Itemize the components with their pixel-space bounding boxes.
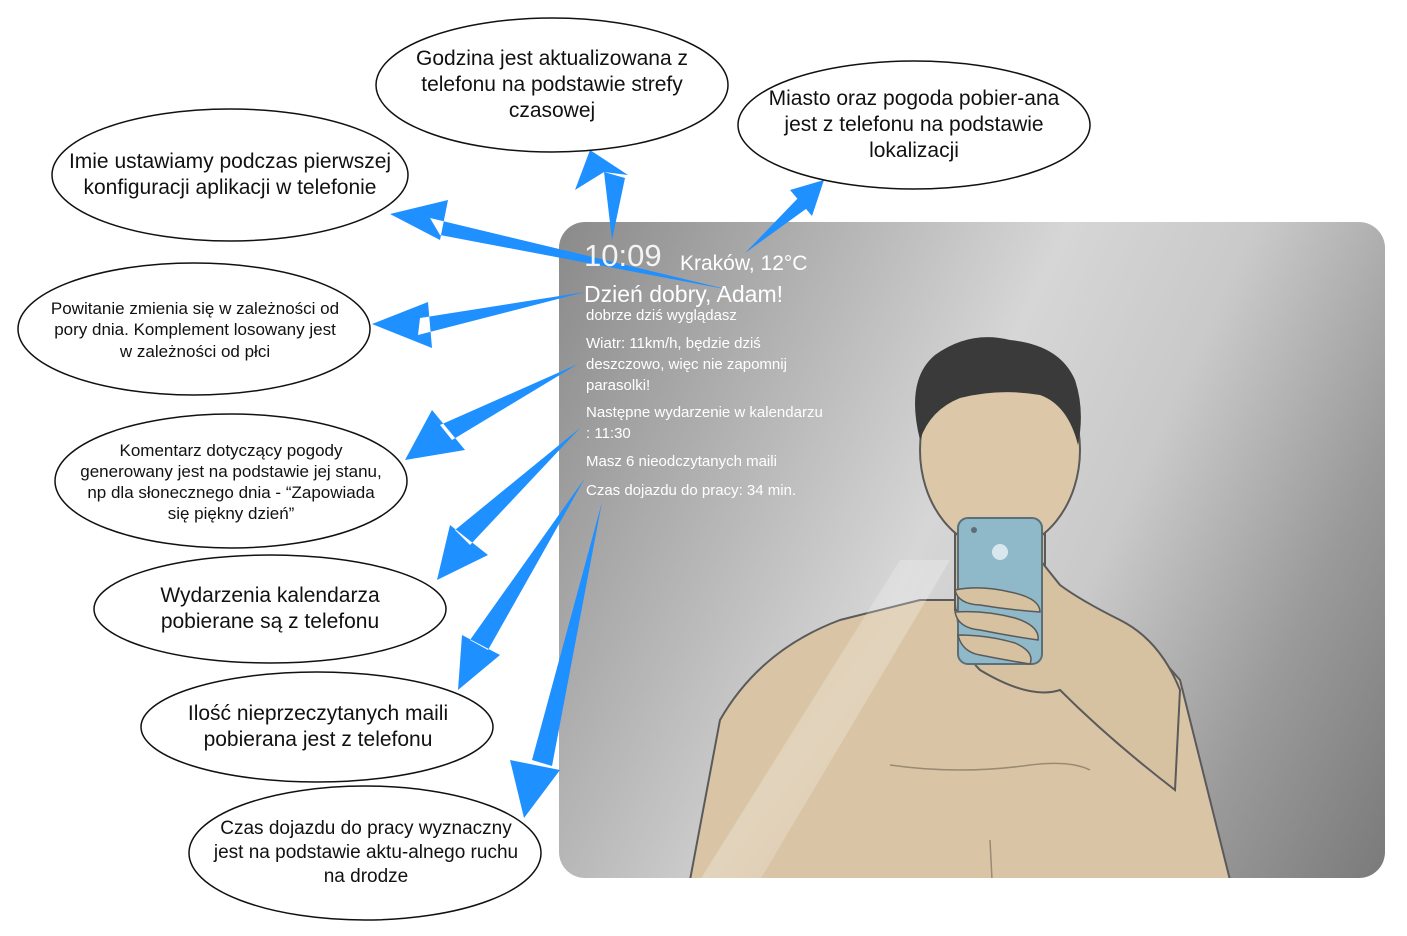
mirror-compliment: dobrze dziś wyglądasz <box>586 307 737 324</box>
bubble-commute: Czas dojazdu do pracy wyznaczny jest na … <box>208 805 524 901</box>
bubble-weather: Komentarz dotyczący pogody generowany je… <box>76 430 386 534</box>
mirror-greeting: Dzień dobry, Adam! <box>584 281 784 307</box>
bubble-time-text: Godzina jest aktualizowana z telefonu na… <box>416 46 688 123</box>
bubble-calendar-shape <box>93 554 447 664</box>
bubble-time-shape <box>375 17 729 153</box>
arrow-location <box>745 180 824 253</box>
arrow-greeting <box>372 292 585 348</box>
mirror-next-event: Następne wydarzenie w kalendarzu : 11:30 <box>586 404 823 442</box>
bubble-commute-text: Czas dojazdu do pracy wyznaczny jest na … <box>213 818 519 887</box>
bubble-location-shape <box>737 60 1091 190</box>
arrow-commute <box>510 502 602 818</box>
bubble-mail-shape <box>140 671 494 783</box>
person-figure <box>688 337 1232 878</box>
bubble-greeting: Powitanie zmienia się w zależności od po… <box>50 280 340 380</box>
finger-1 <box>954 587 1041 613</box>
phone-lens <box>992 544 1008 560</box>
mirror-glare <box>700 560 950 878</box>
mirror-weather-comment: Wiatr: 11km/h, będzie dziś deszczowo, wi… <box>586 335 787 394</box>
bubble-name-shape <box>51 108 409 242</box>
arrow-calendar <box>437 428 580 580</box>
bubble-mail: Ilość nieprzeczytanych maili pobierana j… <box>168 693 468 761</box>
bubble-greeting-shape <box>17 262 371 396</box>
bubble-greeting-text: Powitanie zmienia się w zależności od po… <box>50 299 340 361</box>
finger-2 <box>954 610 1039 641</box>
mirror-clock: 10:09 <box>584 238 662 273</box>
arrow-name <box>390 200 730 290</box>
chest-line <box>889 762 1091 771</box>
bubble-calendar-text: Wydarzenia kalendarza pobierane są z tel… <box>160 583 380 633</box>
hair-shape <box>915 337 1081 445</box>
phone-dot <box>971 527 977 533</box>
bubble-name-text: Imie ustawiamy podczas pierwszej konfigu… <box>68 149 392 199</box>
bubble-weather-text: Komentarz dotyczący pogody generowany je… <box>80 440 382 524</box>
bubble-time: Godzina jest aktualizowana z telefonu na… <box>394 38 710 132</box>
abdomen-line <box>989 839 993 878</box>
bubble-location-text: Miasto oraz pogoda pobier-ana jest z tel… <box>768 86 1060 163</box>
bubble-mail-text: Ilość nieprzeczytanych maili pobierana j… <box>187 701 449 751</box>
bubble-calendar: Wydarzenia kalendarza pobierane są z tel… <box>130 575 410 643</box>
arrow-mail <box>458 478 585 690</box>
annotation-bubbles <box>17 17 1091 921</box>
bubble-commute-shape <box>188 785 542 921</box>
bubble-location: Miasto oraz pogoda pobier-ana jest z tel… <box>758 78 1070 172</box>
mirror-commute: Czas dojazdu do pracy: 34 min. <box>586 482 797 499</box>
bubble-weather-shape <box>54 413 408 549</box>
annotation-arrows <box>372 150 824 818</box>
finger-3 <box>957 634 1032 665</box>
arrow-weather <box>405 364 578 460</box>
arrow-time <box>575 150 628 240</box>
bubble-name: Imie ustawiamy podczas pierwszej konfigu… <box>62 128 398 222</box>
mirror-city-weather: Kraków, 12°C <box>680 252 808 275</box>
mirror-unread-mail: Masz 6 nieodczytanych maili <box>586 453 777 470</box>
